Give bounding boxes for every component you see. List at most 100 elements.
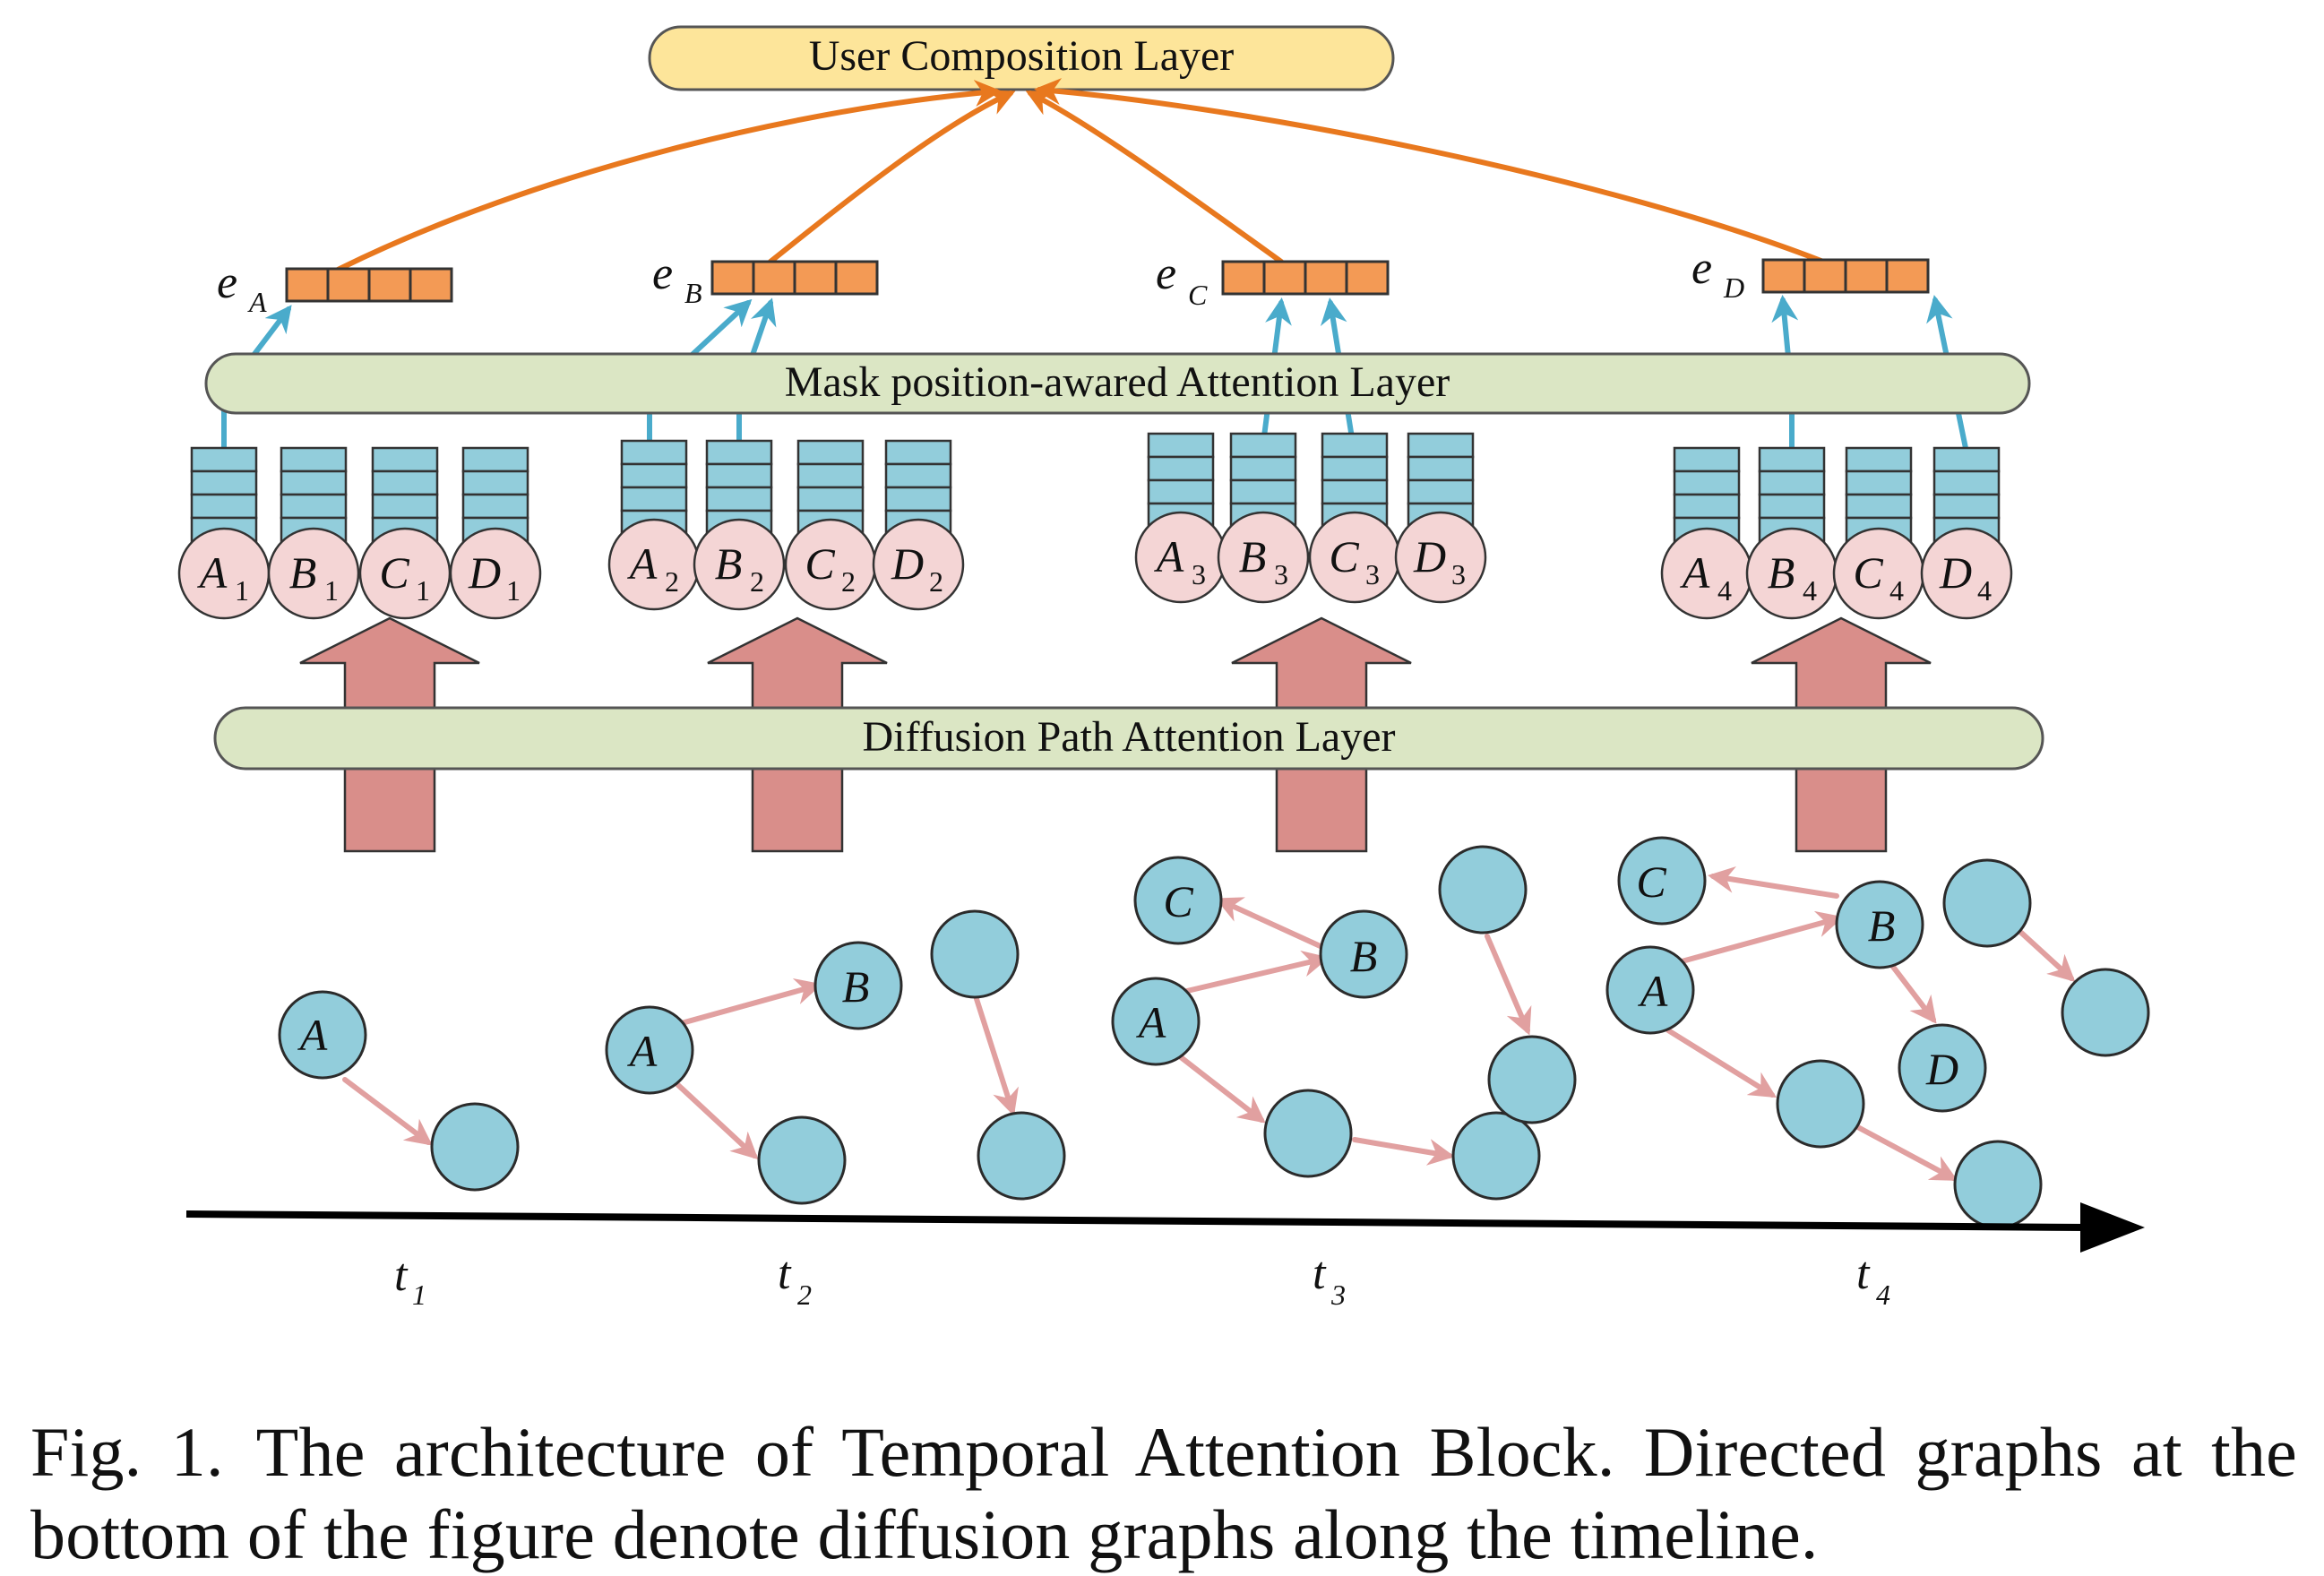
edge-t4-z-w <box>2018 929 2076 983</box>
edge-t1-a-x <box>342 1077 433 1146</box>
embedding-d-base: e <box>1691 243 1712 294</box>
node-label-c4: C <box>1853 547 1883 598</box>
edge-t2-a-x <box>665 1072 759 1160</box>
stack-cell <box>884 439 952 466</box>
stack-cell <box>280 469 348 496</box>
stack-cell <box>705 439 773 466</box>
node-sub-d2: 2 <box>929 565 943 598</box>
timeline-arrowhead <box>2080 1202 2145 1253</box>
timeline-t2-sub: 2 <box>797 1279 812 1311</box>
node-sub-d4: 4 <box>1977 574 1992 607</box>
node-t4-b-label: B <box>1868 900 1896 951</box>
node-t4-b <box>1835 880 1924 969</box>
stack-cell <box>884 486 952 512</box>
edge-t4-a-x <box>1666 1028 1777 1098</box>
node-t3-b <box>1319 909 1408 999</box>
node-t3-c <box>1133 856 1223 945</box>
stack-cell <box>620 439 688 466</box>
stack-cell <box>1321 478 1389 505</box>
node-t3-y <box>1451 1111 1541 1201</box>
node-circle-d3 <box>1394 511 1487 604</box>
embedding-b: e B <box>652 248 879 309</box>
node-circle-b1 <box>267 527 360 620</box>
stack-cell <box>1147 478 1215 505</box>
edge-t2-y-z <box>974 996 1019 1116</box>
stack-cell <box>1932 493 2001 520</box>
embedding-c-base: e <box>1156 248 1176 299</box>
stack-cell <box>1407 432 1475 459</box>
node-label-b2: B <box>715 538 743 589</box>
node-t2-z <box>977 1111 1066 1201</box>
stack-cell <box>705 462 773 489</box>
node-sub-a2: 2 <box>665 565 679 598</box>
node-sub-c3: 3 <box>1365 558 1380 590</box>
embedding-a-sub: A <box>247 286 267 318</box>
stack-cell <box>1932 446 2001 473</box>
node-label-a1: A <box>197 547 228 598</box>
edge-t4-x-y <box>1850 1122 1958 1181</box>
stack-cell <box>190 446 258 473</box>
mask-attention-layer: Mask position-awared Attention Layer <box>204 352 2031 415</box>
stack-cell <box>1758 469 1826 496</box>
stack-cell <box>1147 432 1215 459</box>
node-t4-a-label: A <box>1638 966 1668 1016</box>
node-label-d4: D <box>1939 547 1972 598</box>
node-sub-b2: 2 <box>750 565 764 598</box>
node-sub-a3: 3 <box>1192 558 1206 590</box>
node-t4-x <box>1776 1059 1865 1149</box>
stack-cell <box>1673 493 1741 520</box>
stack-cell <box>1229 455 1297 482</box>
node-t2-x <box>757 1115 847 1205</box>
embedding-c: e C <box>1156 248 1390 311</box>
stack-cell <box>371 493 439 520</box>
node-circle-d1 <box>449 527 542 620</box>
edge-t4-a-b <box>1673 910 1844 966</box>
node-label-c2: C <box>805 538 835 589</box>
node-sub-b4: 4 <box>1803 574 1817 607</box>
node-label-a4: A <box>1680 547 1710 598</box>
node-circle-d2 <box>872 518 965 611</box>
node-t3-a-label: A <box>1136 997 1166 1047</box>
node-t2-a <box>605 1005 694 1095</box>
node-circle-b3 <box>1217 511 1310 604</box>
embedding-a: e A <box>217 257 453 318</box>
edge-t3-x-y <box>1352 1137 1455 1166</box>
stack-cell <box>1845 493 1913 520</box>
node-t4-d <box>1898 1023 1987 1113</box>
node-label-b3: B <box>1239 531 1267 581</box>
stack-cell <box>1147 455 1215 482</box>
orange-arrow-d <box>1034 78 1826 264</box>
stack-cell <box>461 493 529 520</box>
embedding-d: e D <box>1691 243 1930 304</box>
stack-cell <box>796 486 865 512</box>
timeline-t4: t <box>1856 1248 1871 1299</box>
node-circle-b2 <box>693 518 786 611</box>
stack-cell <box>1321 432 1389 459</box>
embedding-b-base: e <box>652 248 673 299</box>
orange-arrows <box>333 78 1826 273</box>
orange-arrow-a <box>333 80 1002 273</box>
node-sub-a4: 4 <box>1717 574 1732 607</box>
diffusion-node-labels: A A B A B C A B C D <box>297 857 1958 1094</box>
diffusion-nodes <box>278 836 2150 1229</box>
timeline-t1: t <box>394 1250 409 1301</box>
edge-t2-a-b <box>669 977 822 1029</box>
node-t4-w <box>2061 968 2150 1057</box>
stack-cell <box>280 493 348 520</box>
stack-cell <box>1932 469 2001 496</box>
node-t1-a <box>278 990 367 1080</box>
stack-cell <box>461 446 529 473</box>
stack-cell <box>1673 446 1741 473</box>
mask-attention-layer-label: Mask position-awared Attention Layer <box>785 358 1450 406</box>
node-t4-c-label: C <box>1636 857 1666 907</box>
node-sub-b1: 1 <box>324 574 339 607</box>
orange-arrow-c <box>1025 90 1284 264</box>
node-t4-y <box>1953 1140 2043 1229</box>
embedding-b-sub: B <box>684 277 702 309</box>
orange-arrow-b <box>768 90 1016 264</box>
edge-t3-z-w <box>1485 934 1532 1036</box>
